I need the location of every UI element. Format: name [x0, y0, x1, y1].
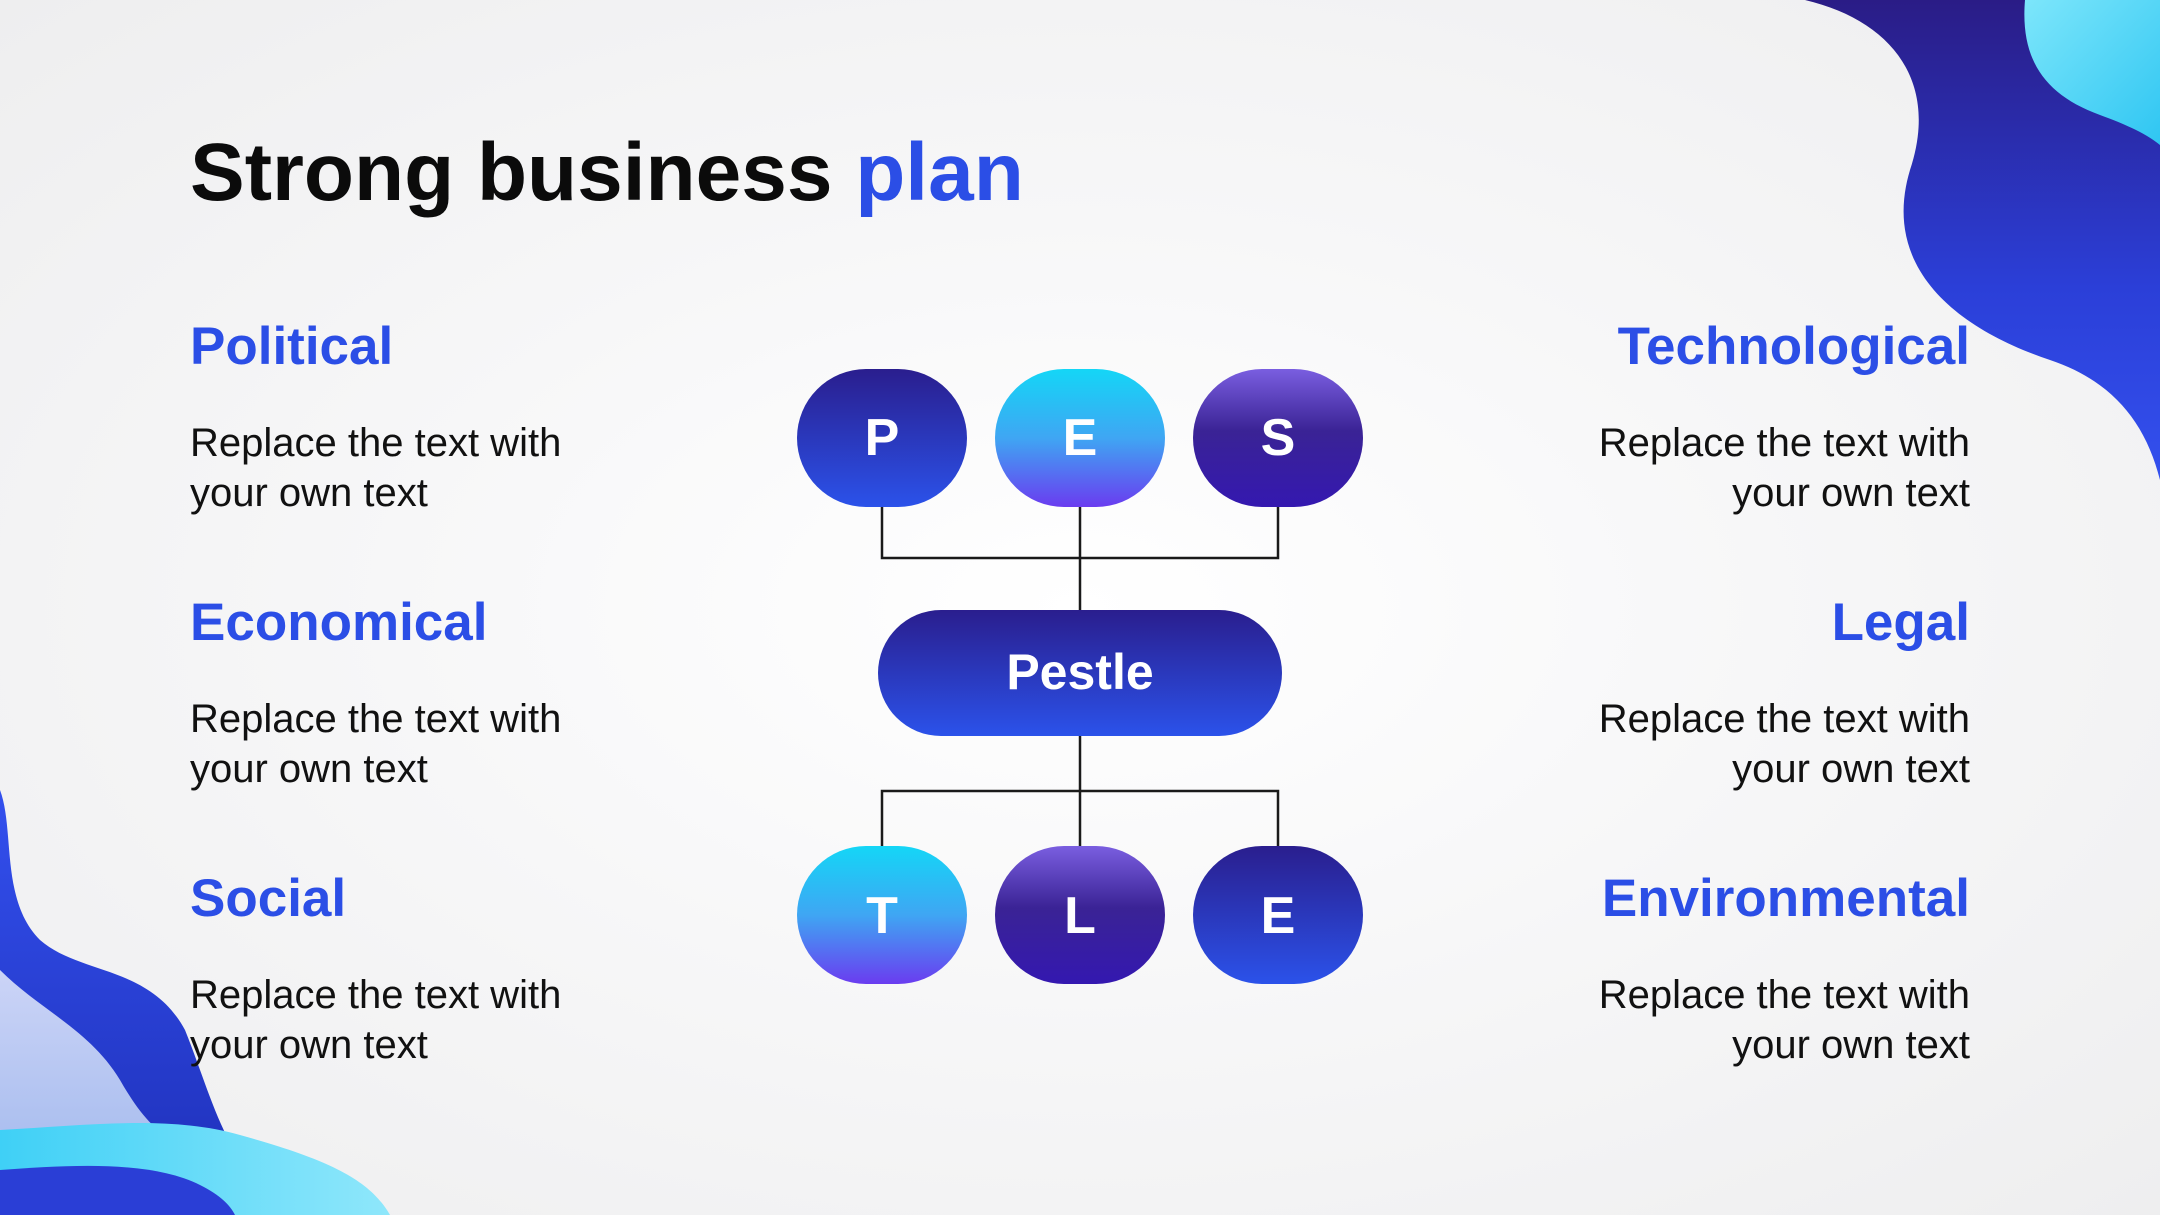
block-body: Replace the text with your own text: [190, 697, 562, 792]
node-p: P: [797, 369, 967, 507]
node-e-bottom: E: [1193, 846, 1363, 984]
block-body: Replace the text with your own text: [1598, 421, 1970, 516]
block-body: Replace the text with your own text: [190, 421, 562, 516]
block-heading: Economical: [190, 593, 488, 652]
wave-decoration-top-right: [1805, 0, 2160, 480]
block-heading: Technological: [1617, 317, 1970, 376]
node-e-top: E: [995, 369, 1165, 507]
block-heading: Legal: [1831, 593, 1970, 652]
block-body: Replace the text with your own text: [1598, 697, 1970, 792]
node-label: Pestle: [1006, 644, 1153, 700]
block-body: Replace the text with your own text: [1598, 973, 1970, 1068]
block-heading: Social: [190, 869, 347, 928]
block-social: Social Replace the text with your own te…: [190, 869, 710, 1070]
block-heading: Political: [190, 317, 394, 376]
node-t: T: [797, 846, 967, 984]
block-body: Replace the text with your own text: [190, 973, 562, 1068]
title-main: Strong business: [190, 127, 856, 218]
block-technological: Technological Replace the text with your…: [1450, 317, 1970, 518]
connector-lines: [880, 505, 1280, 848]
block-political: Political Replace the text with your own…: [190, 317, 710, 518]
node-pestle: Pestle: [878, 610, 1282, 736]
block-environmental: Environmental Replace the text with your…: [1450, 869, 1970, 1070]
node-l: L: [995, 846, 1165, 984]
node-label: P: [865, 409, 900, 467]
node-label: E: [1261, 887, 1296, 945]
node-s: S: [1193, 369, 1363, 507]
page-title: Strong business plan: [190, 127, 1024, 218]
wave-decoration-bottom-left: [0, 790, 390, 1215]
node-label: L: [1064, 887, 1096, 945]
node-label: S: [1261, 409, 1296, 467]
title-accent: plan: [855, 127, 1024, 218]
block-economical: Economical Replace the text with your ow…: [190, 593, 710, 794]
node-label: T: [866, 887, 898, 945]
block-legal: Legal Replace the text with your own tex…: [1450, 593, 1970, 794]
block-heading: Environmental: [1601, 869, 1970, 928]
node-label: E: [1063, 409, 1098, 467]
